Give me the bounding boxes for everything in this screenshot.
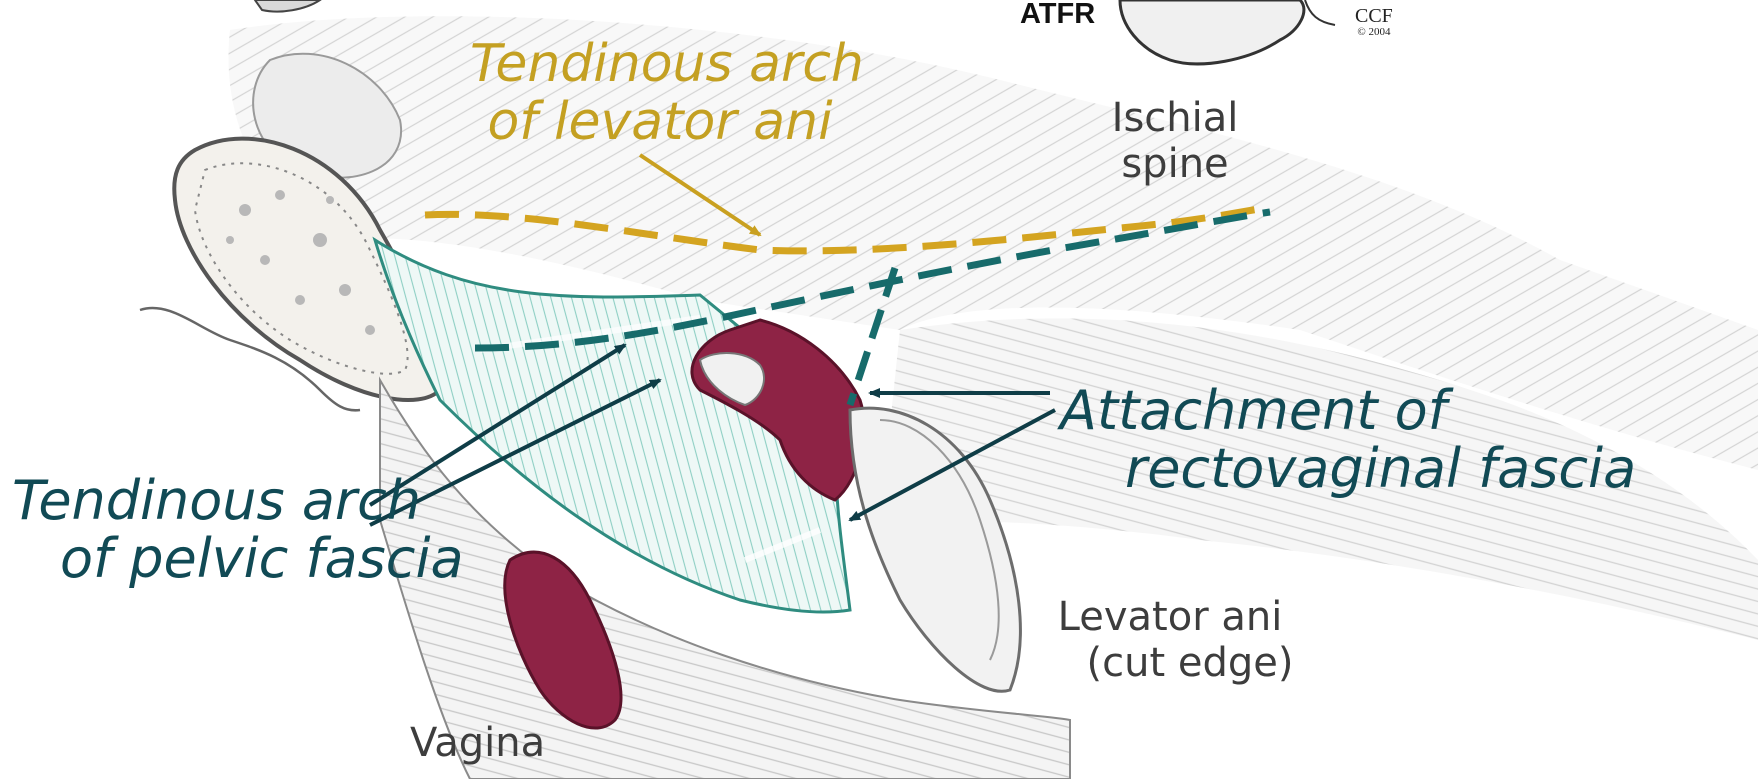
label-vagina: Vagina [410,720,545,766]
inset-copyright: CCF © 2004 [1355,6,1393,38]
copyright-year: © 2004 [1355,26,1393,38]
label-line: Ischial [1085,95,1265,141]
label-tendinous-arch-pelvic-fascia: Tendinous arch of pelvic fascia [12,472,464,588]
label-levator-ani-cut-edge: Levator ani (cut edge) [1040,594,1300,686]
label-line: (cut edge) [1080,640,1300,686]
label-ischial-spine: Ischial spine [1085,95,1265,187]
label-line: spine [1085,141,1265,187]
label-line: Tendinous arch [12,472,464,530]
label-line: of pelvic fascia [60,530,464,588]
label-line: Tendinous arch [470,35,850,93]
inset-pelvis-drawing [1120,0,1335,64]
copyright-org: CCF [1355,5,1393,27]
label-line: of levator ani [470,93,850,151]
label-tendinous-arch-levator-ani: Tendinous arch of levator ani [470,35,850,151]
label-attachment-rectovaginal-fascia: Attachment of rectovaginal fascia [1060,382,1636,498]
label-line: Attachment of [1060,382,1636,440]
inset-atfr-label: ATFR [1020,0,1095,31]
inset-corner-shape [255,0,320,12]
label-line: Levator ani [1040,594,1300,640]
label-line: rectovaginal fascia [1125,440,1636,498]
